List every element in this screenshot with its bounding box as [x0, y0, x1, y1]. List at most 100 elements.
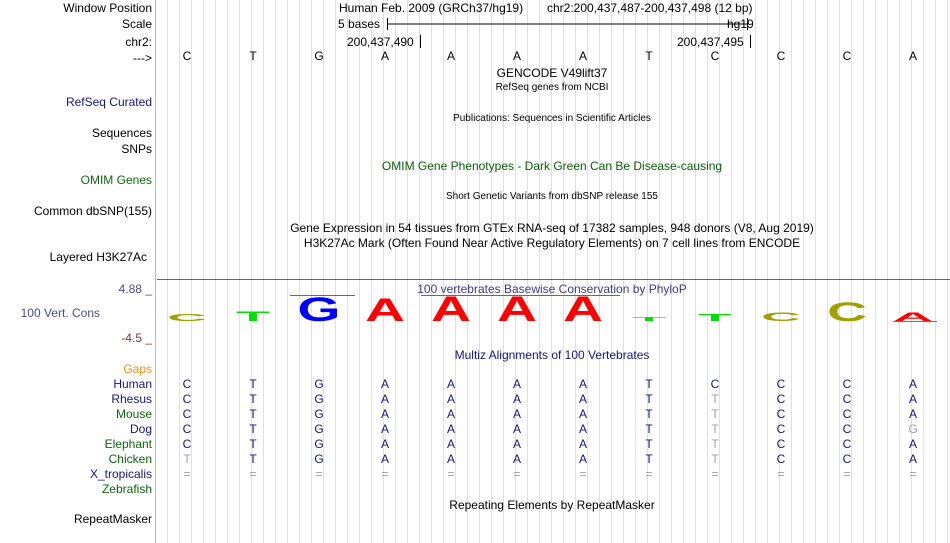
aligned-base: C — [776, 407, 786, 421]
aligned-base: A — [380, 422, 389, 436]
label-strand[interactable]: ---> — [133, 51, 152, 65]
reference-base: T — [645, 49, 653, 63]
aligned-base: A — [446, 392, 455, 406]
scale-label: 5 bases — [338, 17, 381, 31]
aligned-base: T — [645, 407, 653, 421]
h3k27ac-track-title[interactable]: H3K27Ac Mark (Often Found Near Active Re… — [303, 236, 801, 250]
publications-track-title[interactable]: Publications: Sequences in Scientific Ar… — [453, 113, 651, 124]
aligned-base: T — [183, 452, 191, 466]
aligned-base: A — [512, 407, 521, 421]
label-window-position: Window Position — [63, 1, 152, 15]
aligned-base: = — [381, 467, 389, 481]
logo-letter-C: C — [827, 297, 867, 327]
aligned-base: A — [446, 437, 455, 451]
aligned-base: A — [908, 392, 917, 406]
aligned-base: G — [314, 437, 324, 451]
aligned-base: T — [249, 452, 257, 466]
aligned-base: A — [380, 377, 389, 391]
aligned-base: C — [776, 452, 786, 466]
label-column-divider — [155, 0, 156, 543]
reference-base: A — [578, 49, 587, 63]
aligned-base: = — [711, 467, 719, 481]
logo-letter-T: T — [698, 312, 732, 323]
label-omim-genes[interactable]: OMIM Genes — [80, 173, 152, 187]
label-common-dbsnp[interactable]: Common dbSNP(155) — [33, 204, 152, 218]
logo-letter-A: A — [365, 292, 405, 328]
aligned-base: C — [776, 437, 786, 451]
label-refseq-curated[interactable]: RefSeq Curated — [65, 95, 152, 109]
reference-base: A — [380, 49, 389, 63]
aligned-base: A — [380, 452, 389, 466]
aligned-base: T — [711, 437, 719, 451]
label-repeatmasker[interactable]: RepeatMasker — [73, 512, 152, 526]
aligned-base: A — [908, 437, 917, 451]
dbsnp-track-title[interactable]: Short Genetic Variants from dbSNP releas… — [446, 191, 658, 202]
species-label[interactable]: Elephant — [104, 437, 152, 451]
reference-base: A — [446, 49, 455, 63]
aligned-base: C — [842, 407, 852, 421]
gtex-track-title[interactable]: Gene Expression in 54 tissues from GTEx … — [290, 221, 814, 235]
aligned-base: T — [645, 422, 653, 436]
logo-letter-T: T — [632, 317, 666, 323]
aligned-base: A — [908, 407, 917, 421]
label-chrom: chr2: — [125, 35, 152, 49]
logo-letter-A: A — [497, 289, 537, 329]
aligned-base: C — [842, 422, 852, 436]
aligned-base: T — [711, 407, 719, 421]
reference-base: G — [314, 49, 324, 63]
label-layered-h3k27ac[interactable]: Layered H3K27Ac — [49, 250, 147, 264]
logo-letter-G: G — [298, 291, 341, 329]
aligned-base: C — [182, 422, 192, 436]
phylop-track-title[interactable]: 100 vertebrates Basewise Conservation by… — [417, 282, 687, 296]
aligned-base: A — [446, 377, 455, 391]
reference-base: T — [249, 49, 257, 63]
aligned-base: A — [446, 407, 455, 421]
aligned-base: C — [710, 377, 720, 391]
aligned-base: C — [182, 407, 192, 421]
multiz-track-title[interactable]: Multiz Alignments of 100 Vertebrates — [454, 348, 650, 362]
aligned-base: G — [314, 407, 324, 421]
aligned-base: = — [315, 467, 323, 481]
aligned-base: C — [842, 392, 852, 406]
aligned-base: A — [578, 407, 587, 421]
aligned-base: = — [447, 467, 455, 481]
logo-letter-C: C — [167, 312, 207, 323]
repeatmasker-track-title[interactable]: Repeating Elements by RepeatMasker — [449, 498, 655, 512]
aligned-base: C — [776, 377, 786, 391]
tick-left-label: 200,437,490 — [347, 35, 414, 49]
species-label[interactable]: Mouse — [115, 407, 152, 421]
aligned-base: = — [777, 467, 785, 481]
species-label[interactable]: Chicken — [108, 452, 152, 466]
aligned-base: T — [711, 422, 719, 436]
aligned-base: T — [645, 392, 653, 406]
gencode-track-title[interactable]: GENCODE V49lift37 — [496, 66, 608, 80]
aligned-base: T — [249, 437, 257, 451]
species-label[interactable]: Zebrafish — [101, 482, 152, 496]
label-snps[interactable]: SNPs — [121, 142, 152, 156]
aligned-base: A — [908, 377, 917, 391]
label-sequences[interactable]: Sequences — [91, 126, 152, 140]
species-label[interactable]: X_tropicalis — [89, 467, 152, 481]
aligned-base: = — [183, 467, 191, 481]
aligned-base: T — [645, 437, 653, 451]
species-label[interactable]: Dog — [129, 422, 152, 436]
aligned-base: A — [380, 407, 389, 421]
logo-letter-A: A — [893, 311, 933, 324]
aligned-base: G — [908, 422, 918, 436]
label-vert-cons[interactable]: 100 Vert. Cons — [20, 306, 100, 320]
aligned-base: A — [578, 422, 587, 436]
refseq-track-title[interactable]: RefSeq genes from NCBI — [495, 82, 609, 93]
assembly-title: Human Feb. 2009 (GRCh37/hg19) — [339, 1, 524, 15]
species-label[interactable]: Human — [113, 377, 152, 391]
aligned-base: C — [842, 452, 852, 466]
species-label[interactable]: Rhesus — [111, 392, 152, 406]
aligned-base: A — [578, 377, 587, 391]
aligned-base: C — [182, 437, 192, 451]
aligned-base: T — [645, 452, 653, 466]
logo-letter-A: A — [563, 289, 603, 329]
aligned-base: C — [182, 377, 192, 391]
label-gaps[interactable]: Gaps — [123, 362, 152, 376]
omim-track-title[interactable]: OMIM Gene Phenotypes - Dark Green Can Be… — [381, 159, 723, 173]
logo-letter-A: A — [431, 289, 471, 329]
